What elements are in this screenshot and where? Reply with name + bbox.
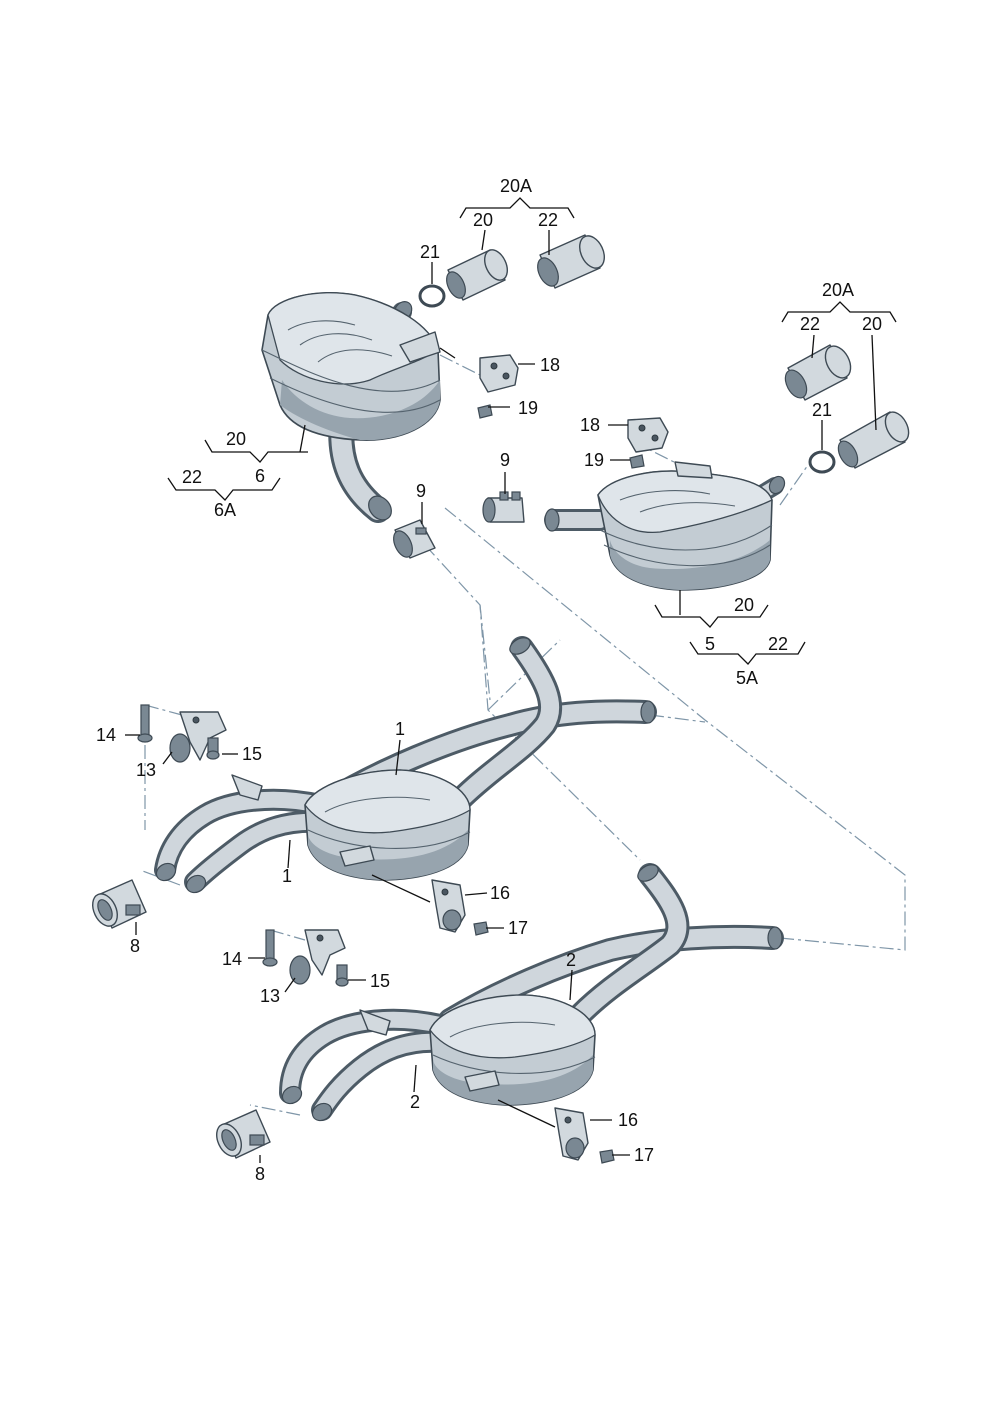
callout-13-b: 13 [260,986,280,1006]
callout-20-top: 20 [473,210,493,230]
front-silencer-2 [279,863,784,1128]
callout-16-a: 16 [490,883,510,903]
callout-15-a: 15 [242,744,262,764]
tailpipe-parts-right [627,344,910,474]
hanger-13-a [137,704,227,763]
callout-22-top: 22 [538,210,558,230]
callout-20A-top: 20A [500,176,532,196]
callout-21-right: 21 [812,400,832,420]
front-silencer-1 [154,636,657,903]
bracket-16-a [431,879,489,936]
hanger-13-b [262,929,349,987]
clamp-9-right [482,491,525,523]
callout-16-b: 16 [618,1110,638,1130]
callout-22-left: 22 [182,467,202,487]
callout-14-a: 14 [96,725,116,745]
bracket-16-b [554,1107,615,1164]
callout-18-top: 18 [540,355,560,375]
callout-8-b: 8 [255,1164,265,1184]
callout-20-right-low: 20 [734,595,754,615]
callout-1-low: 1 [282,866,292,886]
callout-9-right: 9 [500,450,510,470]
callout-5: 5 [705,634,715,654]
tailpipe-parts-top [418,234,605,419]
callout-20-right: 20 [862,314,882,334]
callout-19-right: 19 [584,450,604,470]
callout-20-left: 20 [226,429,246,449]
callout-1-top: 1 [395,719,405,739]
callout-17-a: 17 [508,918,528,938]
callout-20A-right: 20A [822,280,854,300]
callout-14-b: 14 [222,949,242,969]
assembly-center-lines [139,354,906,1116]
callout-17-b: 17 [634,1145,654,1165]
callout-13-a: 13 [136,760,156,780]
callout-22-right: 22 [800,314,820,334]
clamp-8-b [216,1109,271,1159]
callout-2-top: 2 [566,950,576,970]
callout-2-low: 2 [410,1092,420,1112]
callout-15-b: 15 [370,971,390,991]
callout-5A: 5A [736,668,758,688]
clamp-9-left [393,519,436,559]
rear-silencer-left [261,292,456,523]
callout-8-a: 8 [130,936,140,956]
leader-lines [125,229,877,1163]
callout-6A: 6A [214,500,236,520]
rear-silencer-right [544,461,786,591]
callout-21-top: 21 [420,242,440,262]
callout-22-right-low: 22 [768,634,788,654]
group-brackets [167,197,897,665]
callout-18-right: 18 [580,415,600,435]
callout-9-left: 9 [416,481,426,501]
callout-6: 6 [255,466,265,486]
callout-19-top: 19 [518,398,538,418]
clamp-8-a [92,879,147,929]
callout-labels: 20A 20 22 21 18 19 20 6 22 6A 9 9 20A 22… [96,176,882,1184]
